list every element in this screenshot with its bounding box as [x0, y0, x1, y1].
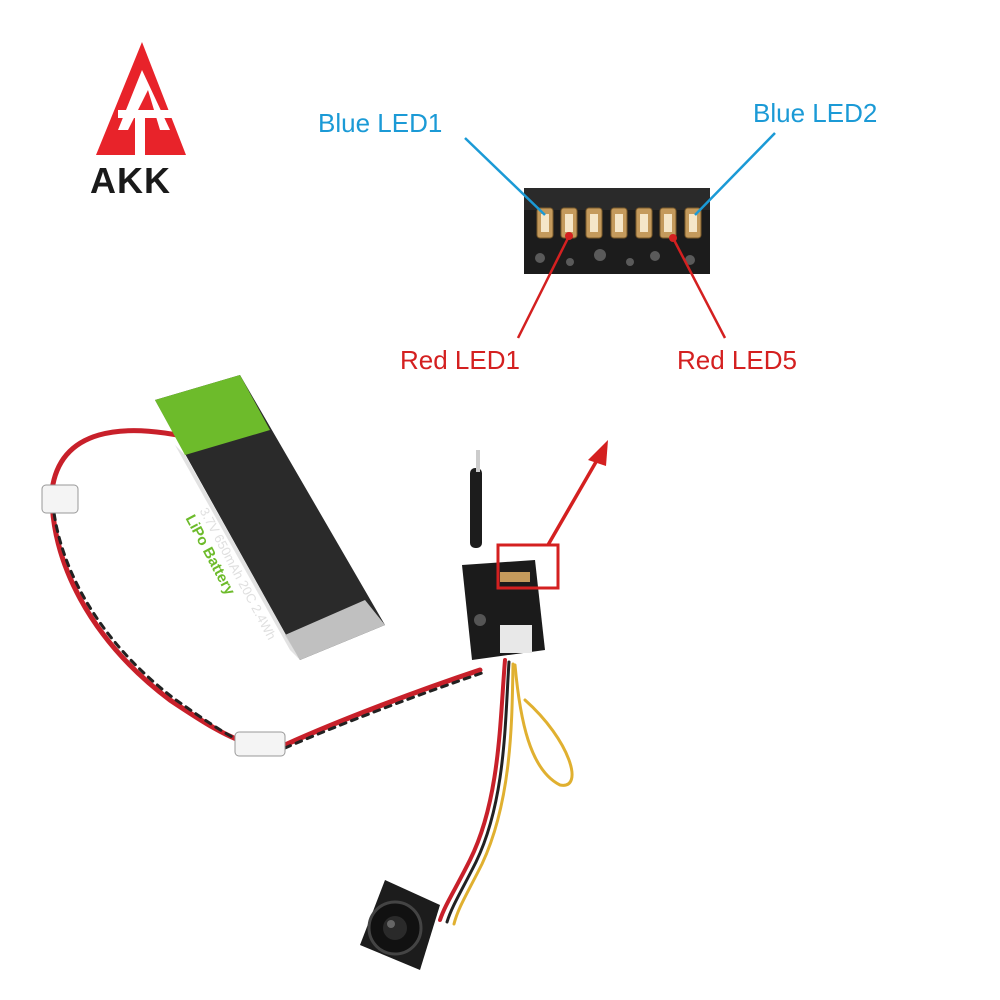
battery-connector [41, 484, 286, 757]
led-closeup-inset [524, 188, 710, 274]
akk-logo-icon [96, 42, 186, 155]
blue-led2-label: Blue LED2 [753, 98, 878, 128]
zoom-arrow-icon [546, 440, 608, 546]
red-led5-label: Red LED5 [677, 345, 797, 375]
blue-led1-label: Blue LED1 [318, 108, 443, 138]
akk-logo-text: AKK [90, 160, 171, 201]
battery-wires [49, 428, 574, 926]
camera-module [360, 880, 440, 970]
led-highlight-box [496, 543, 560, 590]
vtx-board [462, 450, 545, 660]
lipo-battery [155, 375, 385, 660]
red-led1-label: Red LED1 [400, 345, 520, 375]
callout-lines [464, 132, 776, 339]
